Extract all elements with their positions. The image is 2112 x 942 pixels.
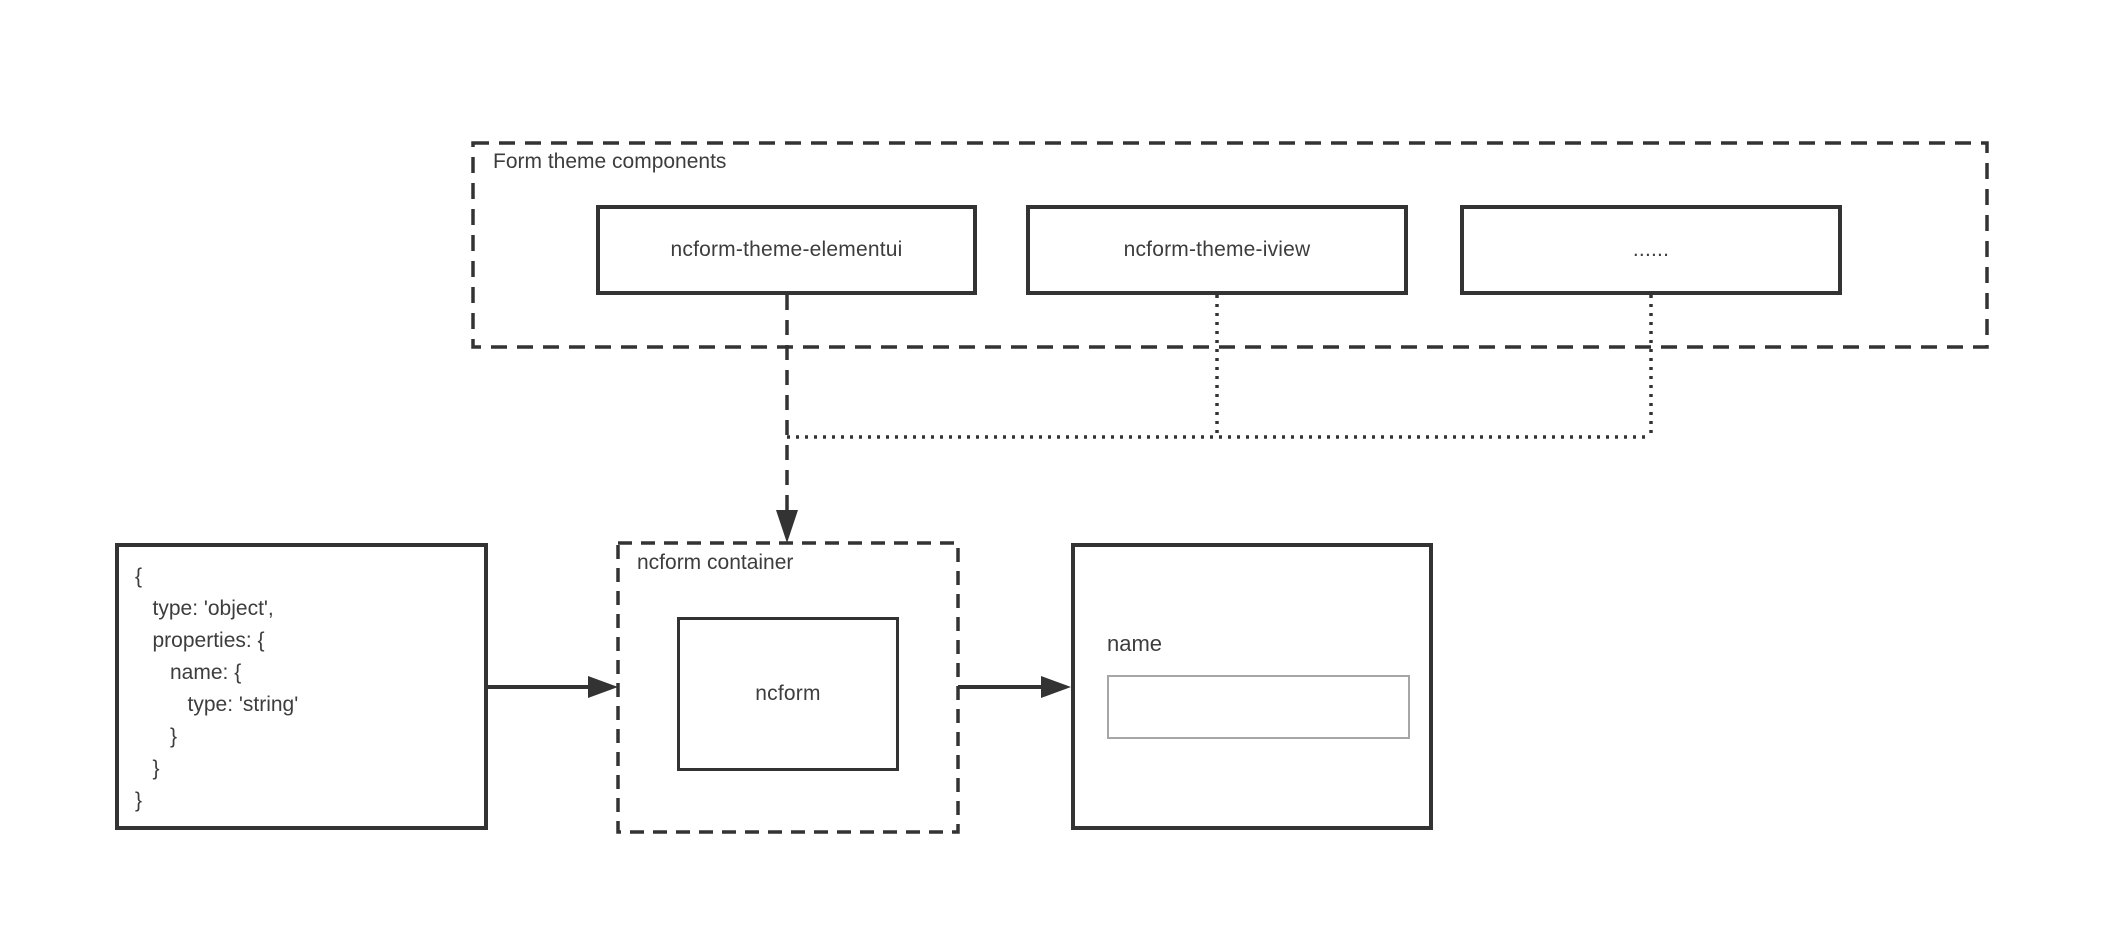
name-input[interactable]: [1107, 675, 1410, 739]
arrow-down-head: [776, 510, 798, 543]
ncform-container-label: ncform container: [637, 551, 794, 574]
theme-box-iview-label: ncform-theme-iview: [1123, 238, 1311, 261]
theme-group-label: Form theme components: [493, 150, 727, 173]
code-line: }: [135, 757, 160, 780]
code-line: type: 'object',: [135, 597, 274, 620]
theme-box-more-label: ......: [1632, 238, 1670, 261]
code-line: {: [135, 565, 143, 588]
theme-box-more: ......: [1460, 205, 1842, 295]
code-line: }: [135, 725, 178, 748]
arrow-schema-to-container-head: [588, 676, 618, 698]
form-preview-box: name: [1071, 543, 1433, 830]
ncform-box: ncform: [677, 617, 899, 771]
code-line: type: 'string': [135, 693, 299, 716]
theme-group-dashed-border: [471, 141, 1989, 349]
schema-code-box: { type: 'object', properties: { name: { …: [115, 543, 488, 830]
theme-box-elementui: ncform-theme-elementui: [596, 205, 977, 295]
code-line: name: {: [135, 661, 242, 684]
code-line: }: [135, 789, 143, 812]
code-line: properties: {: [135, 629, 265, 652]
theme-box-elementui-label: ncform-theme-elementui: [670, 238, 903, 261]
arrow-container-to-form-head: [1041, 676, 1071, 698]
theme-box-iview: ncform-theme-iview: [1026, 205, 1408, 295]
ncform-box-label: ncform: [755, 682, 821, 705]
name-field-label: name: [1107, 631, 1163, 656]
